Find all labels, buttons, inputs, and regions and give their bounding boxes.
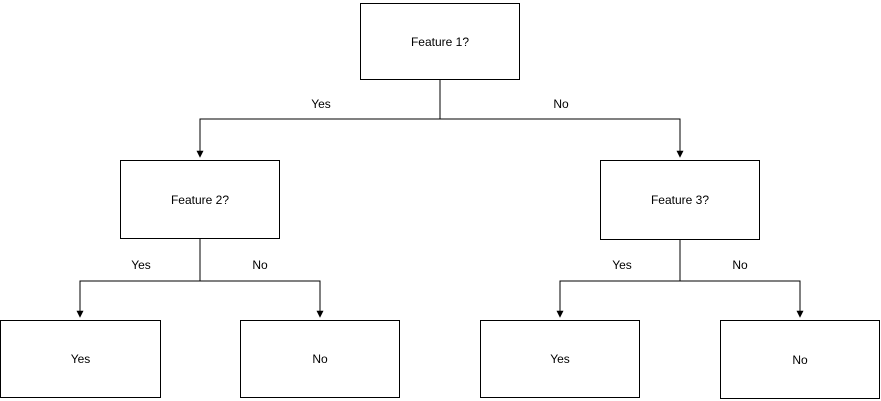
node-feature1-label: Feature 1? (410, 34, 470, 49)
edge-label-root-yes: Yes (309, 97, 333, 111)
edge-root-to-feature3 (439, 80, 684, 158)
node-leaf-right-yes: Yes (480, 320, 640, 398)
node-leaf-left-no-label: No (312, 352, 328, 366)
node-leaf-left-yes-label: Yes (70, 352, 91, 366)
edge-root-to-feature2 (196, 80, 441, 158)
edge-feature3-to-leaf-no (679, 240, 804, 318)
edge-label-feature2-no: No (250, 258, 270, 272)
edge-label-feature2-yes: Yes (129, 258, 153, 272)
node-leaf-left-yes: Yes (0, 320, 161, 398)
node-feature3: Feature 3? (600, 160, 760, 240)
edge-feature3-to-leaf-yes (556, 240, 681, 318)
node-feature2: Feature 2? (120, 160, 280, 239)
node-leaf-right-yes-label: Yes (550, 352, 570, 366)
edge-feature2-to-leaf-yes (76, 239, 201, 318)
node-leaf-left-no: No (240, 320, 400, 398)
edge-label-root-no: No (551, 97, 571, 111)
edge-label-feature3-no: No (730, 258, 750, 272)
node-feature2-label: Feature 2? (170, 192, 230, 207)
edge-label-feature3-yes: Yes (610, 258, 634, 272)
node-feature1: Feature 1? (360, 3, 520, 80)
node-leaf-right-no-label: No (792, 352, 808, 367)
node-feature3-label: Feature 3? (650, 193, 710, 207)
edge-feature2-to-leaf-no (199, 239, 324, 318)
node-leaf-right-no: No (720, 320, 880, 399)
